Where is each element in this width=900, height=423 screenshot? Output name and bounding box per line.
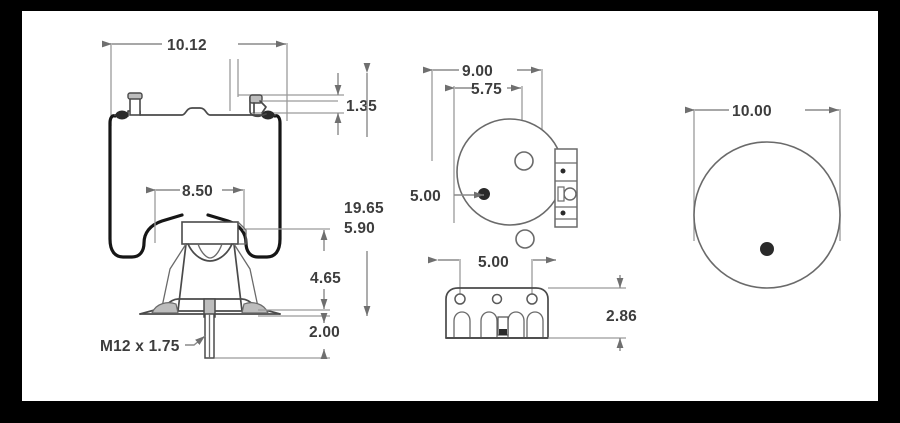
air-inlet-port (127, 92, 143, 116)
dimension-label-8-50: 8.50 (182, 183, 213, 200)
air-port (478, 188, 490, 200)
dimension-label-2-00: 2.00 (309, 324, 340, 341)
piston-base-circle (693, 141, 841, 289)
dimension-label-10-12: 10.12 (167, 37, 207, 54)
bolt-hole-lower (515, 229, 535, 249)
dimension-overall-width: 10.12 (102, 37, 286, 54)
dimension-label-10-00: 10.00 (732, 103, 772, 120)
dimension-piston-diameter: 10.00 (685, 103, 839, 120)
dimension-extended-height: 19.65 5.90 (344, 63, 384, 316)
dimension-label-5-00-leader: 5.00 (410, 188, 441, 205)
front-extension-lines (110, 43, 288, 126)
dimension-offset-port: 5.00 (410, 188, 484, 205)
dimension-piston-width: 8.50 (146, 183, 245, 243)
dimension-label-4-65: 4.65 (310, 270, 341, 287)
dimension-piston-height: 4.65 (246, 228, 341, 311)
bracket-elevation: 5.00 (428, 254, 556, 339)
dimension-label-5-90: 5.90 (344, 220, 375, 237)
dimension-label-5-75: 5.75 (471, 81, 502, 98)
dimension-label-2-86: 2.86 (606, 308, 637, 325)
top-plan-view: 9.00 5.75 (410, 63, 637, 351)
air-spring-body (108, 59, 338, 259)
side-bracket-plan (554, 148, 578, 228)
dimension-label-19-65: 19.65 (344, 200, 384, 217)
bolt-hole-upper (514, 151, 534, 171)
top-mounting-bracket (237, 59, 338, 118)
drawing-sheet: 10.12 1.35 (22, 11, 878, 401)
dimension-stud-length: 2.00 (215, 313, 340, 359)
dimension-bracket-hole-spacing: 5.00 (428, 254, 556, 271)
dimension-label-5-00-bracket: 5.00 (478, 254, 509, 271)
dimension-bracket-height: 2.86 (548, 275, 637, 351)
bottom-plan-view: 10.00 (685, 103, 841, 289)
note-label-m12: M12 x 1.75 (100, 338, 180, 355)
dimension-bolt-spacing: 5.75 (445, 81, 521, 98)
dimension-label-9-00: 9.00 (462, 63, 493, 80)
front-elevation-view: 10.12 1.35 (100, 37, 384, 359)
bead-plate-circle (456, 118, 564, 226)
dimension-plate-diameter: 9.00 (423, 63, 541, 80)
dimension-bead-plate-height: 1.35 (238, 73, 377, 135)
center-stud-hole (760, 242, 774, 256)
dimension-label-1-35: 1.35 (346, 98, 377, 115)
note-thread-callout: M12 x 1.75 (100, 335, 206, 355)
piston-assembly (139, 221, 281, 359)
